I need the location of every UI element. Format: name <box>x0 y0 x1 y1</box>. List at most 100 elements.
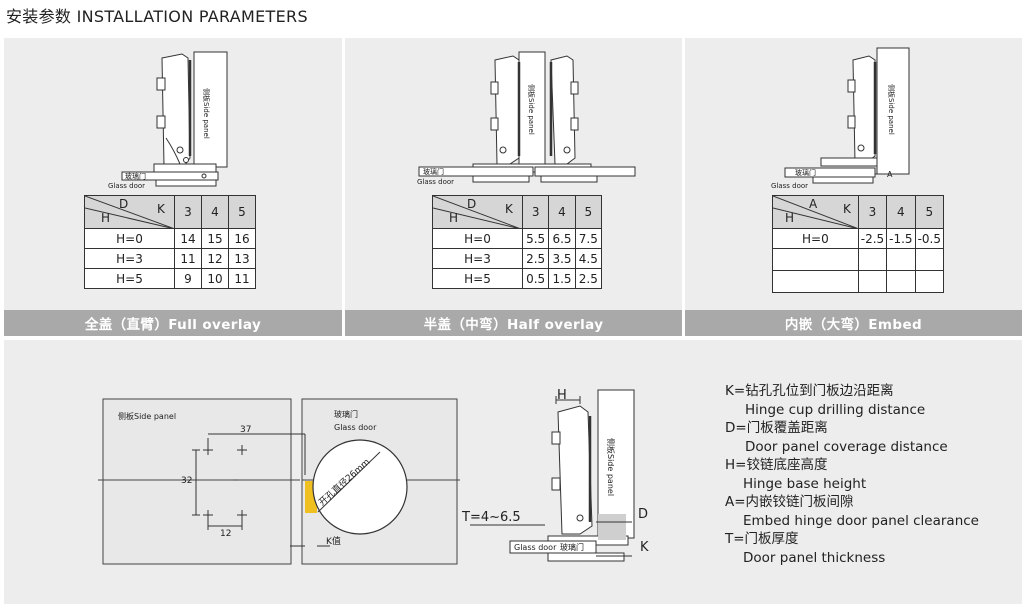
row-label <box>772 270 859 293</box>
glass-door-en-label: Glass door <box>417 178 454 186</box>
drill-glass-cn-label: 玻璃门 <box>334 409 358 419</box>
table-row: H=3 11 12 13 <box>84 248 256 269</box>
half-overlay-panel: 侧板Side panel 玻璃门 Glass door D K H 3 4 5 … <box>345 38 682 336</box>
table-cell: 2.5 <box>574 268 603 289</box>
table-cell: 0.5 <box>521 268 550 289</box>
dim-d-label: D <box>638 507 648 522</box>
col-header: 3 <box>857 195 888 229</box>
embed-panel: A 侧板Side panel 玻璃门 Glass door A K H 3 4 … <box>685 38 1022 336</box>
table-cell: 4.5 <box>574 248 603 269</box>
table-row: H=5 0.5 1.5 2.5 <box>432 268 603 289</box>
diagonal-lines <box>85 196 175 229</box>
table-cell: 2.5 <box>521 248 550 269</box>
legend-a-cn: A=内嵌铰链门板间隙 <box>725 494 854 510</box>
table-row: H=3 2.5 3.5 4.5 <box>432 248 603 269</box>
corner-left-label: H <box>785 211 795 225</box>
glass-door-cn-label: 玻璃门 <box>795 168 816 177</box>
embed-caption: 内嵌（大弯）Embed <box>685 310 1022 336</box>
corner-right-label: K <box>843 202 851 216</box>
table-cell <box>914 270 945 293</box>
table-header-row: A K H 3 4 5 <box>772 195 945 229</box>
full-overlay-table: D K H 3 4 5 H=0 14 15 16 H=3 11 12 13 H=… <box>84 195 256 289</box>
row-label: H=0 <box>84 228 175 249</box>
row-label: H=0 <box>432 228 523 249</box>
definitions-legend: K=钻孔孔位到门板边沿距离 Hinge cup drilling distanc… <box>725 382 979 567</box>
k-value-label: K值 <box>326 535 341 547</box>
col-header: 3 <box>174 195 202 229</box>
full-overlay-caption: 全盖（直臂）Full overlay <box>4 310 342 336</box>
full-overlay-panel: 侧板Side panel 玻璃门 Glass door D K H 3 4 5 … <box>4 38 342 336</box>
table-corner-cell: A K H <box>772 195 859 229</box>
col-header: 5 <box>574 195 603 229</box>
corner-top-label: D <box>467 197 477 211</box>
table-row: H=0 5.5 6.5 7.5 <box>432 228 603 249</box>
half-overlay-hinge-drawing: 侧板Side panel 玻璃门 Glass door <box>417 51 636 186</box>
table-cell: 9 <box>174 268 202 289</box>
table-row <box>772 270 945 293</box>
table-cell: 14 <box>174 228 202 249</box>
drill-side-panel-label: 侧板Side panel <box>118 411 176 421</box>
glass-door-cn-label: 玻璃门 <box>125 172 146 181</box>
table-cell <box>857 248 888 271</box>
side-panel-label: 侧板Side panel <box>887 84 896 135</box>
table-cell <box>886 248 916 271</box>
section-side-panel-label: 侧板Side panel <box>606 438 616 496</box>
legend-d-cn: D=门板覆盖距离 <box>725 420 828 436</box>
legend-k-en: Hinge cup drilling distance <box>745 401 926 418</box>
col-header: 4 <box>886 195 916 229</box>
table-row: H=5 9 10 11 <box>84 268 256 289</box>
legend-a-en: Embed hinge door panel clearance <box>743 512 979 529</box>
row-label <box>772 248 859 271</box>
col-header: 4 <box>201 195 229 229</box>
table-corner-cell: D K H <box>84 195 175 229</box>
table-cell: 16 <box>228 228 256 249</box>
legend-t-en: Door panel thickness <box>743 549 886 566</box>
legend-h-en: Hinge base height <box>743 475 867 492</box>
drill-glass-en-label: Glass door <box>334 423 377 432</box>
table-cell: -0.5 <box>914 228 945 249</box>
table-cell: 3.5 <box>548 248 576 269</box>
table-cell: 10 <box>201 268 229 289</box>
legend-h-cn: H=铰链底座高度 <box>725 457 828 473</box>
col-header: 5 <box>228 195 256 229</box>
table-cell: 12 <box>201 248 229 269</box>
section-diagram: H T=4~6.5 D K Glass door 玻璃门 侧板Side pane… <box>461 388 649 562</box>
full-overlay-hinge-drawing: 侧板Side panel 玻璃门 Glass door <box>108 51 228 190</box>
corner-top-label: D <box>119 197 129 211</box>
diagonal-lines <box>433 196 521 229</box>
glass-door-en-label: Glass door <box>108 182 145 190</box>
glass-door-en-label: Glass door <box>771 182 808 190</box>
embed-table: A K H 3 4 5 H=0 -2.5 -1.5 -0.5 <box>772 195 945 293</box>
row-label: H=5 <box>432 268 523 289</box>
table-cell <box>886 270 916 293</box>
table-cell: 11 <box>228 268 256 289</box>
dim-32-label: 32 <box>181 476 192 486</box>
glass-door-cn-label: 玻璃门 <box>423 167 444 176</box>
table-row: H=0 14 15 16 <box>84 228 256 249</box>
corner-right-label: K <box>157 202 165 216</box>
table-cell: 11 <box>174 248 202 269</box>
drilling-diagram: 开孔直径26mm 37 32 12 K值 侧板Side panel 玻璃门 Gl… <box>98 398 460 565</box>
table-cell: 15 <box>201 228 229 249</box>
dim-t-label: T=4~6.5 <box>461 510 521 525</box>
col-header: 5 <box>914 195 945 229</box>
embed-clearance-label: A <box>887 170 893 179</box>
diagonal-lines <box>773 196 859 229</box>
page-title: 安装参数 INSTALLATION PARAMETERS <box>6 7 308 26</box>
section-glass-en-label: Glass door <box>514 543 557 552</box>
table-header-row: D K H 3 4 5 <box>432 195 603 229</box>
embed-hinge-drawing: A 侧板Side panel 玻璃门 Glass door <box>771 47 910 190</box>
table-header-row: D K H 3 4 5 <box>84 195 256 229</box>
dim-k-label: K <box>640 540 649 555</box>
side-panel-label: 侧板Side panel <box>527 84 536 135</box>
row-label: H=5 <box>84 268 175 289</box>
dim-h-label: H <box>557 388 567 403</box>
col-header: 4 <box>548 195 576 229</box>
section-glass-cn-label: 玻璃门 <box>560 542 584 552</box>
legend-t-cn: T=门板厚度 <box>725 531 799 547</box>
half-overlay-caption: 半盖（中弯）Half overlay <box>345 310 682 336</box>
row-label: H=3 <box>84 248 175 269</box>
legend-d-en: Door panel coverage distance <box>745 438 948 455</box>
corner-top-label: A <box>809 197 818 211</box>
